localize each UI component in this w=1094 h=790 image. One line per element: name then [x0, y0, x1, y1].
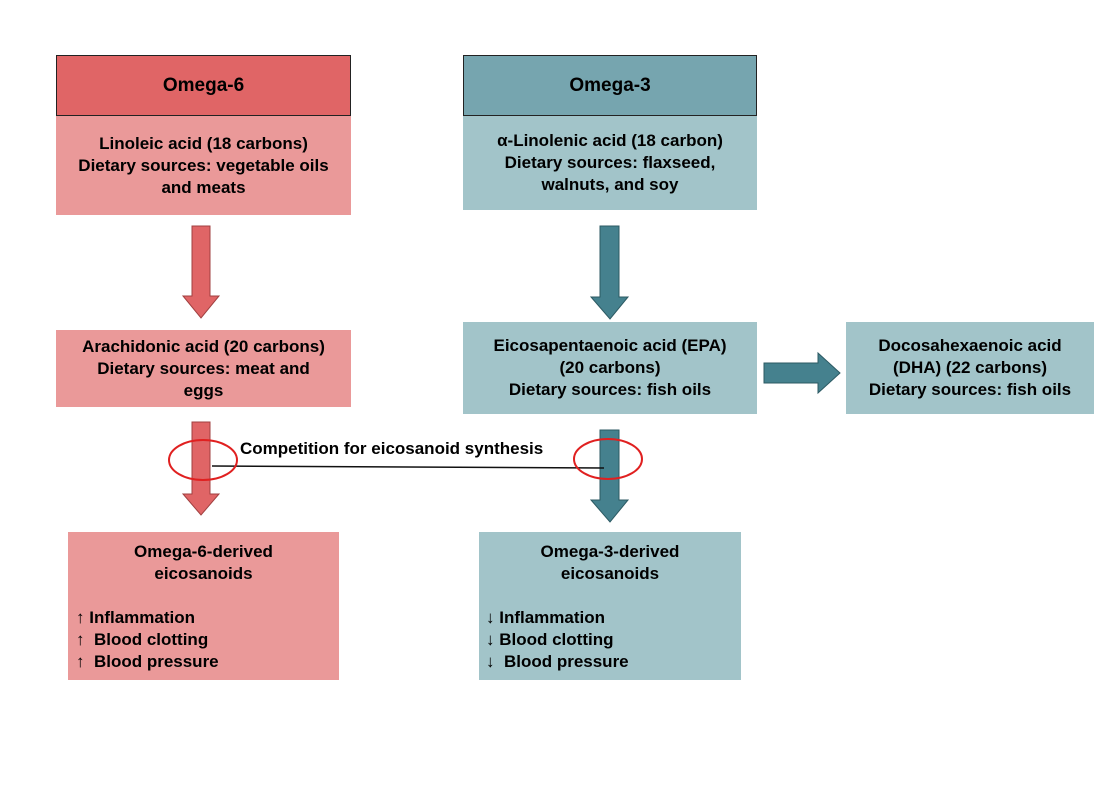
- epa-line-3: Dietary sources: fish oils: [508, 380, 712, 399]
- omega3-effect-blood-pressure: ↓ Blood pressure: [486, 652, 629, 671]
- omega6-arrow-arachidonic-to-eicosanoids: [181, 421, 221, 516]
- dha-line-2: (DHA) (22 carbons): [893, 358, 1047, 377]
- omega3-derived-title-line-1: Omega-3-derived: [540, 542, 680, 561]
- omega6-header-label: Omega-6: [162, 74, 245, 96]
- omega6-arrow-precursor-to-arachidonic: [181, 225, 221, 319]
- omega6-header: Omega-6: [56, 55, 351, 116]
- linoleic-acid-line-3: and meats: [161, 177, 246, 197]
- alpha-linolenic-acid-line-2: Dietary sources: flaxseed,: [504, 153, 716, 172]
- alpha-linolenic-acid-line-3: walnuts, and soy: [541, 175, 679, 194]
- omega3-derived-eicosanoids-box: Omega-3-derived eicosanoids ↓ Inflammati…: [479, 532, 741, 680]
- competition-connector-line: [211, 465, 605, 469]
- dha-line-1: Docosahexaenoic acid: [878, 336, 1062, 355]
- omega3-arrow-epa-to-dha: [763, 351, 841, 395]
- arachidonic-acid-line-1: Arachidonic acid (20 carbons): [82, 336, 325, 356]
- omega3-arrow-epa-to-eicosanoids: [589, 429, 630, 523]
- omega6-derived-title-line-2: eicosanoids: [154, 564, 253, 583]
- linoleic-acid-line-1: Linoleic acid (18 carbons): [99, 133, 308, 153]
- omega3-effect-inflammation: ↓ Inflammation: [486, 608, 606, 627]
- alpha-linolenic-acid-line-1: α-Linolenic acid (18 carbon): [497, 131, 723, 150]
- omega3-effect-blood-clotting: ↓ Blood clotting: [486, 630, 614, 649]
- competition-label: Competition for eicosanoid synthesis: [240, 439, 544, 458]
- omega6-derived-title-line-1: Omega-6-derived: [134, 542, 273, 561]
- dha-box: Docosahexaenoic acid (DHA) (22 carbons) …: [846, 322, 1094, 414]
- omega6-effect-inflammation: ↑ Inflammation: [76, 608, 196, 627]
- arachidonic-acid-line-3: eggs: [183, 380, 224, 400]
- omega3-competition-circle: [573, 438, 643, 480]
- epa-line-2: (20 carbons): [559, 358, 661, 377]
- alpha-linolenic-acid-box: α-Linolenic acid (18 carbon) Dietary sou…: [463, 116, 757, 210]
- linoleic-acid-line-2: Dietary sources: vegetable oils: [78, 155, 329, 175]
- arachidonic-acid-line-2: Dietary sources: meat and: [97, 358, 310, 378]
- omega6-effect-blood-clotting: ↑ Blood clotting: [76, 630, 209, 649]
- omega6-competition-circle: [168, 439, 238, 481]
- omega3-header: Omega-3: [463, 55, 757, 116]
- omega3-arrow-precursor-to-epa: [589, 225, 630, 320]
- linoleic-acid-box: Linoleic acid (18 carbons) Dietary sourc…: [56, 116, 351, 215]
- omega3-header-label: Omega-3: [569, 74, 651, 96]
- epa-box: Eicosapentaenoic acid (EPA) (20 carbons)…: [463, 322, 757, 414]
- epa-line-1: Eicosapentaenoic acid (EPA): [493, 336, 727, 355]
- omega6-derived-eicosanoids-box: Omega-6-derived eicosanoids ↑ Inflammati…: [68, 532, 339, 680]
- dha-line-3: Dietary sources: fish oils: [868, 380, 1072, 399]
- omega6-effect-blood-pressure: ↑ Blood pressure: [76, 652, 219, 671]
- omega3-derived-title-line-2: eicosanoids: [560, 564, 660, 583]
- arachidonic-acid-box: Arachidonic acid (20 carbons) Dietary so…: [56, 330, 351, 407]
